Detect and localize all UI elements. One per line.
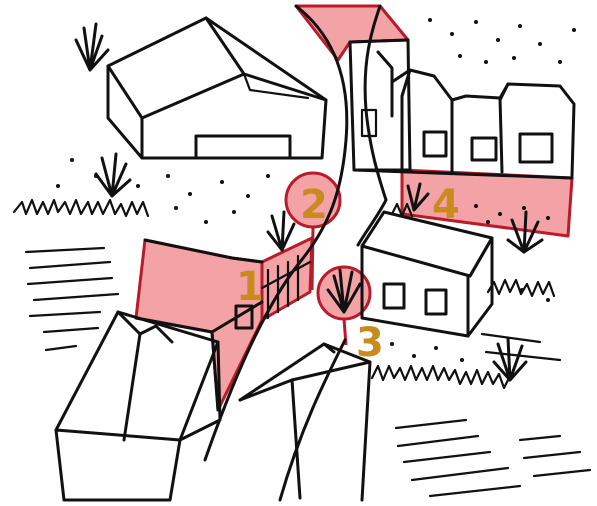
- highlighted-zones: [136, 6, 572, 410]
- marker-label-2: 2: [300, 182, 328, 228]
- marker-label-1: 1: [236, 264, 264, 310]
- marker-label-3: 3: [356, 320, 384, 366]
- marker-label-4: 4: [432, 182, 460, 228]
- road-bottom-right-edge: [280, 340, 345, 500]
- building-top-left: [108, 18, 326, 158]
- house-center-right: [362, 212, 492, 336]
- house-bottom-left: [56, 312, 220, 500]
- zone-4: [402, 170, 572, 236]
- marker-stem-2: [312, 227, 313, 290]
- building-bottom-center: [240, 344, 370, 500]
- houses-top-right: [350, 40, 574, 178]
- zone-road-top: [296, 6, 408, 60]
